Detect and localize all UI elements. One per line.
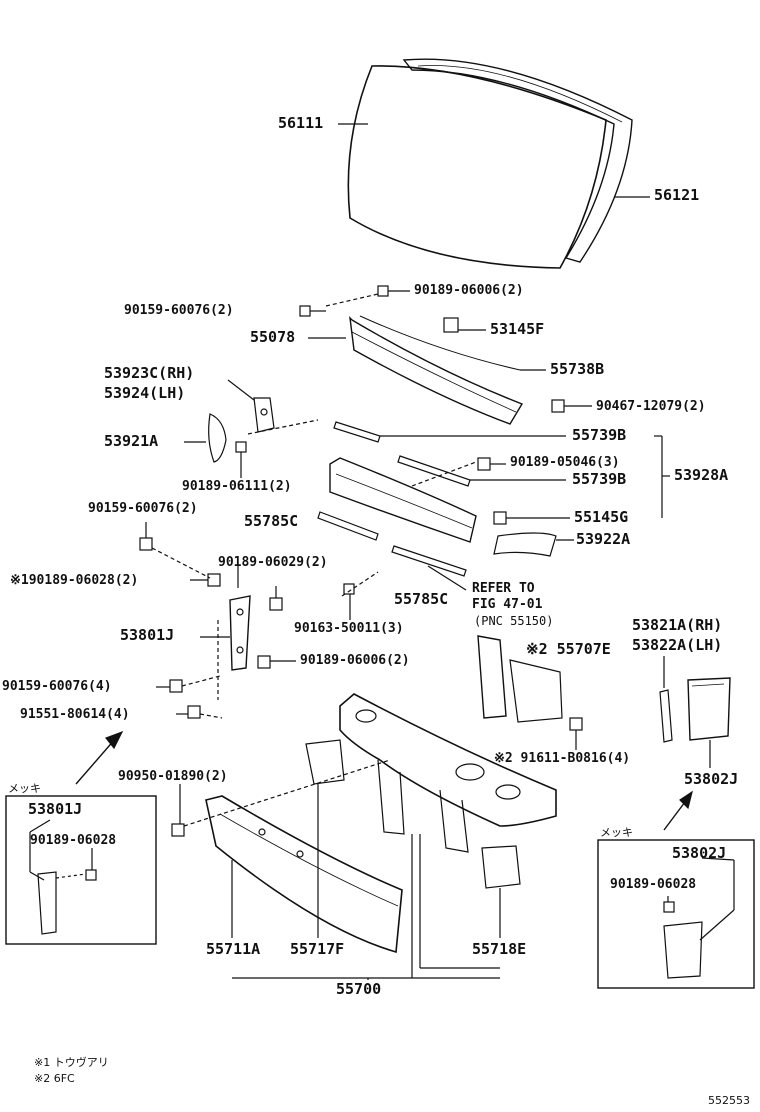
label-53822a-lh: 53822A(LH) — [632, 636, 723, 654]
arrow-to-left-inset — [75, 730, 124, 785]
label-90189-06029: 90189-06029(2) — [218, 555, 328, 570]
right-inset-box — [597, 839, 755, 989]
left-inset-box — [5, 795, 157, 945]
label-55718e: 55718E — [472, 940, 527, 958]
label-90159-60076-2-top: 90159-60076(2) — [124, 303, 234, 318]
label-55711a: 55711A — [206, 940, 261, 958]
label-90189-06006-2-low: 90189-06006(2) — [300, 653, 410, 668]
bracket-55707e-drawing — [477, 635, 563, 723]
label-90189-06028-2: ※190189-06028(2) — [10, 573, 139, 588]
left-inset-part-b: 90189-06028 — [30, 833, 117, 848]
left-inset-part-a: 53801J — [28, 800, 83, 818]
arrow-to-right-inset — [663, 790, 693, 831]
label-56111: 56111 — [278, 114, 324, 132]
label-53821a-rh: 53821A(RH) — [632, 616, 723, 634]
label-55145g: 55145G — [574, 508, 629, 526]
trim-53922a-drawing — [493, 532, 557, 557]
clip-screw-90159-top-drawing — [299, 305, 326, 317]
strip-55785c-drawing — [317, 511, 467, 577]
label-91551-80614: 91551-80614(4) — [20, 707, 130, 722]
footnote-1: ※1 トウヴアリ — [34, 1056, 109, 1069]
clip-90159-mid-drawing — [139, 537, 153, 551]
label-53802j: 53802J — [684, 770, 739, 788]
label-90159-60076-4: 90159-60076(4) — [2, 679, 112, 694]
label-55700: 55700 — [336, 980, 382, 998]
bracket-53802j-drawing — [687, 677, 731, 741]
windshield-molding-drawing — [402, 58, 633, 263]
clip-53145f-drawing — [443, 317, 459, 333]
clip-90189-06028-drawing — [207, 573, 221, 587]
cowl-panel-55078-drawing — [349, 315, 524, 425]
label-refer-to: REFER TO — [472, 581, 535, 596]
clip-55145g-drawing — [493, 511, 507, 525]
label-90163-50011: 90163-50011(3) — [294, 621, 404, 636]
hood-lock-bracket-drawing — [229, 595, 251, 671]
hood-hinge-bracket-drawing — [253, 397, 275, 433]
label-55738b: 55738B — [550, 360, 605, 378]
label-90467-12079: 90467-12079(2) — [596, 399, 706, 414]
bracket-55717f-drawing — [305, 739, 345, 785]
label-90159-60076-2-mid: 90159-60076(2) — [88, 501, 198, 516]
right-inset-tag: メッキ — [600, 826, 633, 839]
label-53922a: 53922A — [576, 530, 631, 548]
label-55785c-upper: 55785C — [244, 512, 299, 530]
clip-90467-drawing — [551, 399, 565, 413]
weatherstrip-55739b-drawing — [333, 421, 471, 487]
label-90950-01890: 90950-01890(2) — [118, 769, 228, 784]
label-55739b-lower: 55739B — [572, 470, 627, 488]
label-90189-06111: 90189-06111(2) — [182, 479, 292, 494]
label-55739b-upper: 55739B — [572, 426, 627, 444]
label-refer-pnc: (PNC 55150) — [474, 614, 554, 628]
label-53924-lh: 53924(LH) — [104, 384, 186, 402]
label-53923c-rh: 53923C(RH) — [104, 364, 195, 382]
right-inset-part-b: 90189-06028 — [610, 877, 697, 892]
grille-panel-drawing — [329, 457, 477, 543]
hood-seal-53921a-drawing — [208, 413, 227, 463]
label-53801j: 53801J — [120, 626, 175, 644]
label-90189-06006-2-top: 90189-06006(2) — [414, 283, 524, 298]
figure-id: 552553 — [708, 1094, 750, 1107]
clip-90189-05046-drawing — [477, 457, 491, 471]
label-91611-b0816: ※2 91611-B0816(4) — [494, 751, 631, 766]
headlamp-bracket-drawing — [659, 689, 673, 743]
windshield-glass-drawing — [347, 65, 607, 269]
label-90189-05046: 90189-05046(3) — [510, 455, 620, 470]
label-55078: 55078 — [250, 328, 296, 346]
label-55707e: ※2 55707E — [526, 640, 611, 658]
label-53145f: 53145F — [490, 320, 545, 338]
label-55785c-lower: 55785C — [394, 590, 449, 608]
label-56121: 56121 — [654, 186, 700, 204]
clip-90189-top-drawing — [377, 285, 389, 297]
lower-panel-55711a-drawing — [205, 795, 403, 954]
right-inset-part-a: 53802J — [672, 844, 727, 862]
left-inset-tag: メッキ — [8, 782, 41, 795]
label-53928a: 53928A — [674, 466, 729, 484]
footnote-2: ※2 6FC — [34, 1072, 75, 1085]
radiator-support-drawing — [339, 693, 557, 853]
label-refer-fig: FIG 47-01 — [472, 597, 543, 612]
label-55717f: 55717F — [290, 940, 345, 958]
label-53921a: 53921A — [104, 432, 159, 450]
bracket-55718e-drawing — [481, 845, 521, 889]
